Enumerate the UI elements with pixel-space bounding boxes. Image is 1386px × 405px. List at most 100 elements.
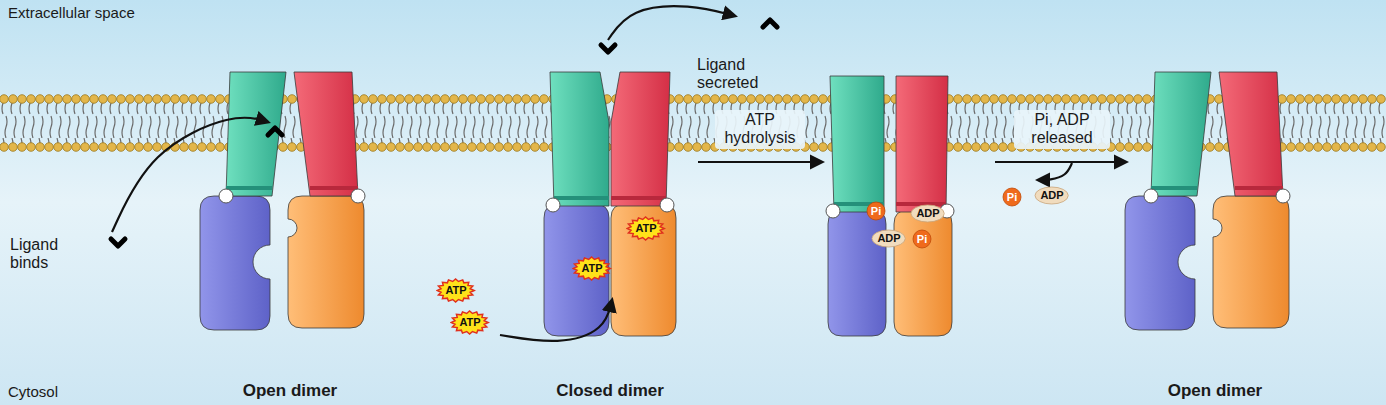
state-caption: Closed dimer bbox=[520, 381, 700, 401]
nbd-right bbox=[288, 196, 364, 328]
lipid-head bbox=[108, 95, 117, 104]
lipid-head bbox=[54, 95, 63, 104]
lipid-head bbox=[279, 143, 288, 152]
lipid-head bbox=[1026, 95, 1035, 104]
lipid-head bbox=[1332, 143, 1341, 152]
lipid-head bbox=[216, 95, 225, 104]
lipid-head bbox=[1143, 143, 1152, 152]
linker-band bbox=[226, 186, 272, 190]
atp-binding-arrow bbox=[500, 300, 612, 341]
lipid-head bbox=[513, 95, 522, 104]
lipid-head bbox=[423, 95, 432, 104]
lipid-head bbox=[405, 143, 414, 152]
lipid-head bbox=[171, 95, 180, 104]
lipid-head bbox=[819, 143, 828, 152]
lipid-head bbox=[387, 143, 396, 152]
lipid-head bbox=[495, 143, 504, 152]
lipid-head bbox=[1107, 95, 1116, 104]
lipid-head bbox=[414, 143, 423, 152]
lipid-head bbox=[1377, 143, 1386, 152]
atp-badge: ATP bbox=[572, 256, 611, 281]
lipid-head bbox=[1368, 143, 1377, 152]
lipid-head bbox=[684, 143, 693, 152]
lipid-head bbox=[819, 95, 828, 104]
lipid-head bbox=[801, 95, 810, 104]
lipid-head bbox=[1017, 95, 1026, 104]
lipid-head bbox=[288, 143, 297, 152]
lipid-head bbox=[207, 143, 216, 152]
linker-band bbox=[611, 196, 666, 200]
step-label: Ligand secreted bbox=[697, 56, 777, 93]
lipid-head bbox=[999, 143, 1008, 152]
molecule-name: ADP bbox=[877, 233, 900, 244]
ligand bbox=[268, 128, 282, 135]
molecule-name: ADP bbox=[1040, 190, 1063, 201]
lipid-head bbox=[981, 143, 990, 152]
lipid-head bbox=[423, 143, 432, 152]
lipid-head bbox=[522, 95, 531, 104]
ligand bbox=[111, 239, 125, 246]
lipid-head bbox=[288, 95, 297, 104]
lipid-head bbox=[774, 95, 783, 104]
nbd-right bbox=[894, 210, 952, 336]
lipid-head bbox=[1323, 143, 1332, 152]
lipid-head bbox=[504, 143, 513, 152]
lipid-head bbox=[702, 95, 711, 104]
hinge-dot bbox=[1144, 189, 1158, 203]
lipid-head bbox=[45, 95, 54, 104]
lipid-head bbox=[72, 143, 81, 152]
lipid-head bbox=[180, 95, 189, 104]
lipid-head bbox=[378, 143, 387, 152]
lipid-head bbox=[1305, 95, 1314, 104]
lipid-head bbox=[450, 95, 459, 104]
lipid-head bbox=[765, 95, 774, 104]
lipid-head bbox=[99, 143, 108, 152]
lipid-head bbox=[675, 95, 684, 104]
lipid-head bbox=[1080, 95, 1089, 104]
lipid-head bbox=[387, 95, 396, 104]
lipid-head bbox=[495, 95, 504, 104]
lipid-head bbox=[108, 143, 117, 152]
lipid-head bbox=[0, 95, 8, 104]
molecule-name: ATP bbox=[459, 317, 480, 328]
lipid-head bbox=[54, 143, 63, 152]
lipid-head bbox=[1071, 95, 1080, 104]
lipid-head bbox=[441, 143, 450, 152]
lipid-head bbox=[468, 143, 477, 152]
lipid-head bbox=[1206, 143, 1215, 152]
lipid-head bbox=[477, 143, 486, 152]
lipid-head bbox=[1296, 143, 1305, 152]
lipid-head bbox=[1044, 95, 1053, 104]
hydrolysis-arrow bbox=[698, 161, 822, 163]
lipid-head bbox=[198, 143, 207, 152]
lipid-head bbox=[189, 143, 198, 152]
lipid-head bbox=[1287, 143, 1296, 152]
lipid-head bbox=[540, 143, 549, 152]
lipid-head bbox=[360, 143, 369, 152]
lipid-head bbox=[144, 95, 153, 104]
tmd-right bbox=[896, 76, 948, 212]
atp-badge: ATP bbox=[436, 278, 475, 303]
lipid-head bbox=[189, 95, 198, 104]
lipid-head bbox=[1359, 95, 1368, 104]
lipid-head bbox=[756, 95, 765, 104]
lipid-head bbox=[18, 143, 27, 152]
hinge-dot bbox=[826, 204, 840, 218]
lipid-head bbox=[963, 143, 972, 152]
lipid-head bbox=[180, 143, 189, 152]
lipid-head bbox=[702, 143, 711, 152]
lipid-head bbox=[972, 95, 981, 104]
lipid-head bbox=[486, 143, 495, 152]
lipid-head bbox=[432, 143, 441, 152]
nbd-right bbox=[1213, 196, 1289, 328]
lipid-head bbox=[792, 95, 801, 104]
lipid-head bbox=[162, 95, 171, 104]
region-label: Extracellular space bbox=[8, 4, 208, 21]
lipid-head bbox=[459, 95, 468, 104]
tmd-left bbox=[830, 76, 884, 212]
release-arrow bbox=[995, 161, 1126, 163]
lipid-head bbox=[135, 143, 144, 152]
atp-badge: ATP bbox=[450, 310, 489, 335]
state-caption: Open dimer bbox=[200, 381, 380, 401]
lipid-head bbox=[981, 95, 990, 104]
